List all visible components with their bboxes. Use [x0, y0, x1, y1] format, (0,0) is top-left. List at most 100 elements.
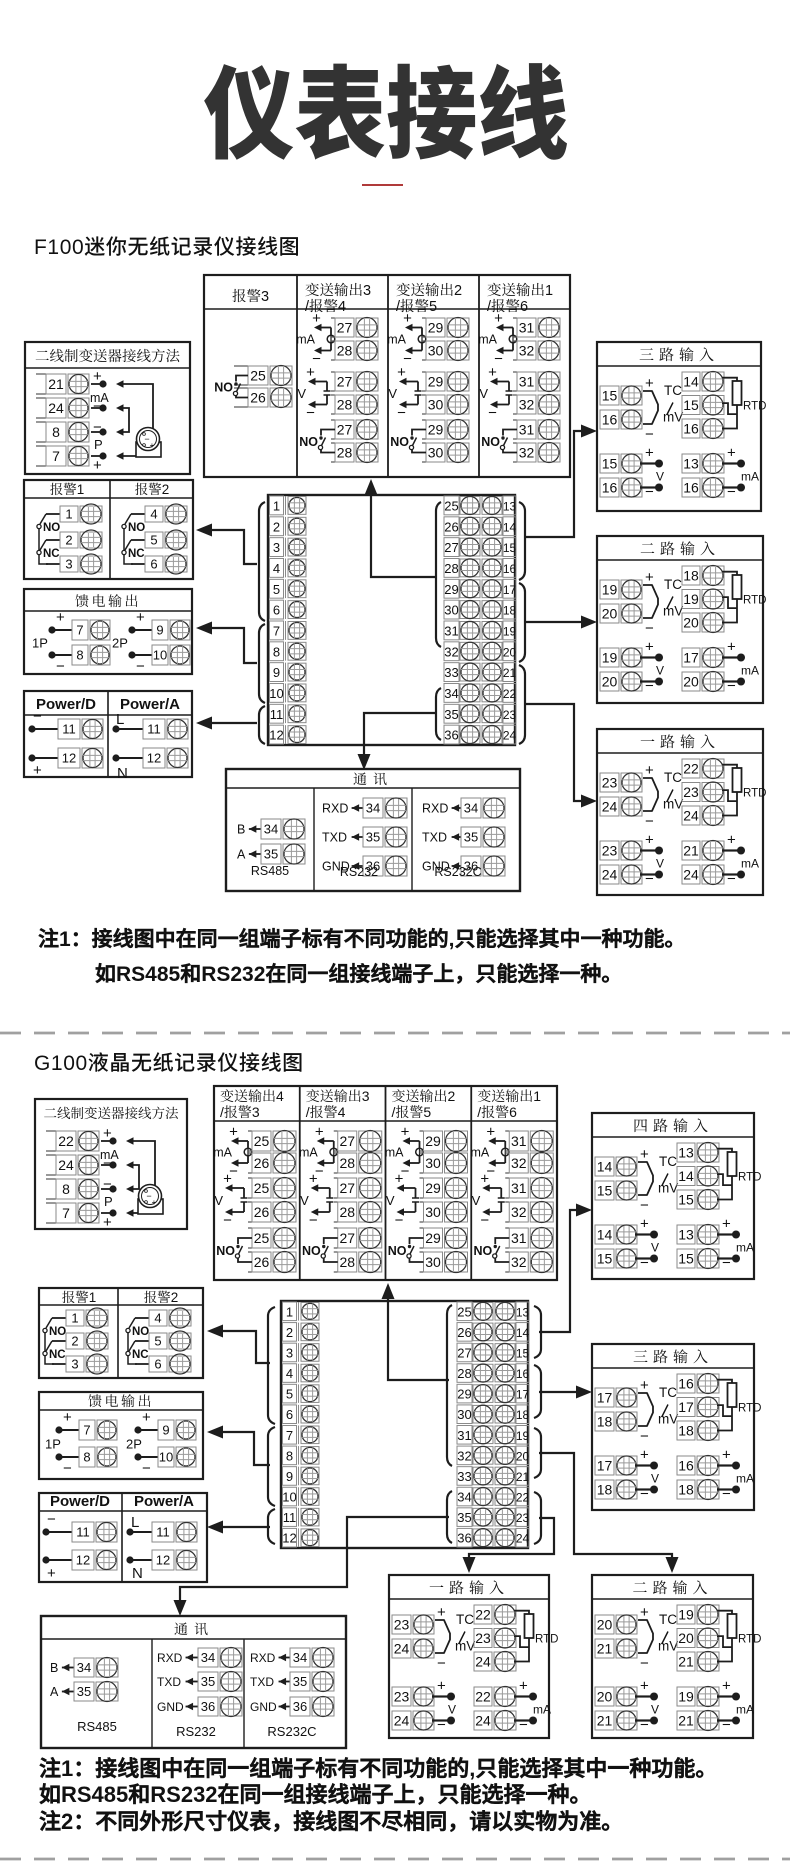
- svg-text:变送输出2: 变送输出2: [392, 1088, 456, 1104]
- svg-text:+: +: [722, 1447, 731, 1464]
- svg-text:11: 11: [270, 707, 284, 722]
- svg-text:1: 1: [286, 1304, 293, 1319]
- svg-text:32: 32: [519, 397, 535, 413]
- svg-text:NO: NO: [43, 522, 60, 534]
- svg-text:35: 35: [457, 1510, 471, 1525]
- svg-text:12: 12: [156, 1553, 170, 1568]
- svg-text:16: 16: [678, 1376, 694, 1392]
- svg-text:G100液晶无纸记录仪接线图: G100液晶无纸记录仪接线图: [34, 1052, 304, 1075]
- svg-text:22: 22: [475, 1689, 491, 1705]
- svg-text:14: 14: [678, 1168, 694, 1184]
- svg-text:5: 5: [286, 1387, 293, 1402]
- svg-text:27: 27: [444, 540, 458, 555]
- svg-text:23: 23: [394, 1617, 410, 1633]
- svg-text:28: 28: [339, 1254, 355, 1270]
- svg-text:−: −: [640, 1717, 649, 1734]
- svg-text:13: 13: [678, 1145, 694, 1161]
- svg-text:三路输入: 三路输入: [633, 1349, 713, 1366]
- svg-text:21: 21: [597, 1713, 613, 1729]
- svg-text:5: 5: [150, 533, 157, 548]
- svg-text:4: 4: [286, 1366, 293, 1381]
- svg-text:/报警6: /报警6: [487, 298, 528, 315]
- svg-text:TXD: TXD: [322, 831, 347, 845]
- svg-text:29: 29: [428, 374, 444, 390]
- svg-text:NO: NO: [49, 1326, 66, 1338]
- svg-text:mA: mA: [741, 470, 759, 484]
- svg-text:−: −: [722, 1717, 731, 1734]
- svg-text:10: 10: [153, 648, 167, 663]
- svg-text:V: V: [388, 386, 397, 401]
- svg-text:−: −: [146, 1191, 151, 1201]
- svg-text:7: 7: [52, 448, 60, 464]
- svg-text:mA: mA: [533, 1703, 551, 1717]
- svg-text:二路输入: 二路输入: [640, 541, 720, 558]
- svg-text:+: +: [437, 1678, 446, 1695]
- svg-text:+: +: [488, 364, 497, 381]
- svg-text:−: −: [397, 405, 406, 422]
- svg-text:3: 3: [286, 1345, 293, 1360]
- svg-text:30: 30: [425, 1155, 441, 1171]
- svg-text:+: +: [93, 368, 102, 385]
- svg-text:mA: mA: [385, 1146, 404, 1160]
- svg-text:28: 28: [339, 1204, 355, 1220]
- svg-text:24: 24: [48, 400, 64, 416]
- svg-text:/报警4: /报警4: [306, 1104, 346, 1120]
- svg-text:+: +: [47, 1565, 56, 1582]
- svg-text:24: 24: [683, 867, 699, 883]
- svg-text:mA: mA: [736, 1703, 754, 1717]
- svg-text:NO: NO: [216, 1244, 235, 1258]
- svg-text:RXD: RXD: [157, 1651, 183, 1665]
- svg-text:mV: mV: [658, 1181, 678, 1196]
- svg-text:−: −: [136, 658, 145, 675]
- svg-text:31: 31: [511, 1133, 527, 1149]
- svg-text:34: 34: [366, 801, 380, 816]
- svg-text:11: 11: [76, 1525, 90, 1540]
- svg-text:32: 32: [519, 343, 535, 359]
- svg-text:−: −: [640, 1197, 649, 1214]
- svg-text:19: 19: [683, 591, 699, 607]
- svg-text:28: 28: [337, 397, 353, 413]
- svg-text:31: 31: [444, 623, 458, 638]
- svg-text:V: V: [472, 1193, 481, 1208]
- svg-text:19: 19: [678, 1689, 694, 1705]
- svg-text:13: 13: [503, 499, 517, 513]
- svg-text:29: 29: [425, 1133, 441, 1149]
- svg-text:16: 16: [602, 412, 618, 428]
- svg-text:−: −: [645, 813, 654, 830]
- svg-text:19: 19: [602, 650, 618, 666]
- svg-text:+: +: [519, 1678, 528, 1695]
- svg-text:12: 12: [62, 751, 76, 766]
- svg-text:−: −: [63, 1460, 72, 1477]
- svg-text:21: 21: [678, 1654, 694, 1670]
- svg-text:A: A: [237, 848, 246, 862]
- svg-text:+: +: [312, 310, 321, 327]
- svg-text:+: +: [645, 445, 654, 462]
- svg-text:mV: mV: [663, 797, 683, 812]
- svg-text:29: 29: [425, 1230, 441, 1246]
- svg-text:+: +: [56, 609, 65, 626]
- svg-text:28: 28: [337, 343, 353, 359]
- svg-text:V: V: [386, 1193, 395, 1208]
- svg-text:V: V: [214, 1193, 223, 1208]
- svg-text:TC: TC: [659, 1385, 677, 1400]
- svg-text:−: −: [640, 1486, 649, 1503]
- svg-text:24: 24: [475, 1713, 491, 1729]
- svg-text:NO: NO: [481, 435, 500, 449]
- svg-text:28: 28: [457, 1366, 471, 1381]
- svg-text:11: 11: [156, 1525, 170, 1540]
- svg-text:32: 32: [457, 1448, 471, 1463]
- svg-text:1P: 1P: [45, 1437, 61, 1452]
- svg-text:8: 8: [52, 424, 60, 440]
- svg-text:31: 31: [519, 320, 535, 336]
- svg-text:20: 20: [683, 674, 699, 690]
- svg-text:1: 1: [65, 507, 72, 522]
- svg-text:31: 31: [519, 374, 535, 390]
- svg-text:23: 23: [516, 1511, 530, 1525]
- svg-text:34: 34: [293, 1650, 307, 1665]
- svg-text:V: V: [651, 1703, 659, 1717]
- svg-text:V: V: [651, 1241, 659, 1255]
- svg-text:7: 7: [286, 1428, 293, 1443]
- svg-text:Power/A: Power/A: [120, 696, 180, 713]
- svg-text:−: −: [142, 1460, 151, 1477]
- svg-text:8: 8: [273, 644, 280, 659]
